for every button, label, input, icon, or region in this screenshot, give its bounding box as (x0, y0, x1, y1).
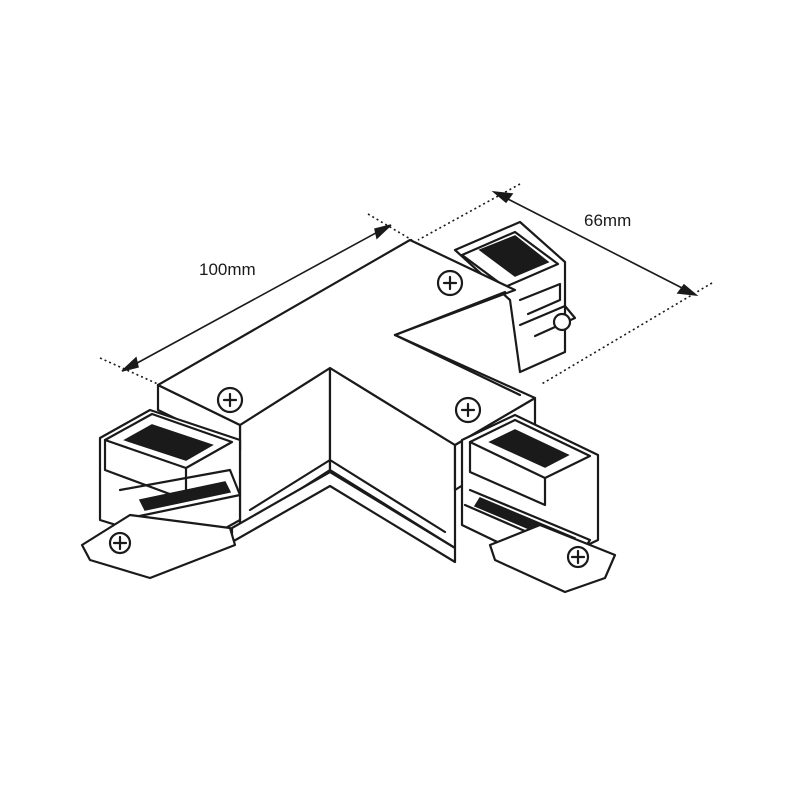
dimension-100mm-line (99, 213, 413, 386)
screw-icon (436, 269, 464, 297)
right-track (460, 413, 617, 594)
screw-icon (216, 386, 244, 414)
screw-icon (454, 396, 482, 424)
dimension-66mm-line (417, 183, 713, 386)
back-track (453, 220, 577, 374)
dimension-label-66mm: 66mm (584, 211, 632, 230)
screws (112, 269, 586, 565)
left-track (80, 408, 242, 580)
dimension-label-100mm: 100mm (199, 260, 256, 279)
